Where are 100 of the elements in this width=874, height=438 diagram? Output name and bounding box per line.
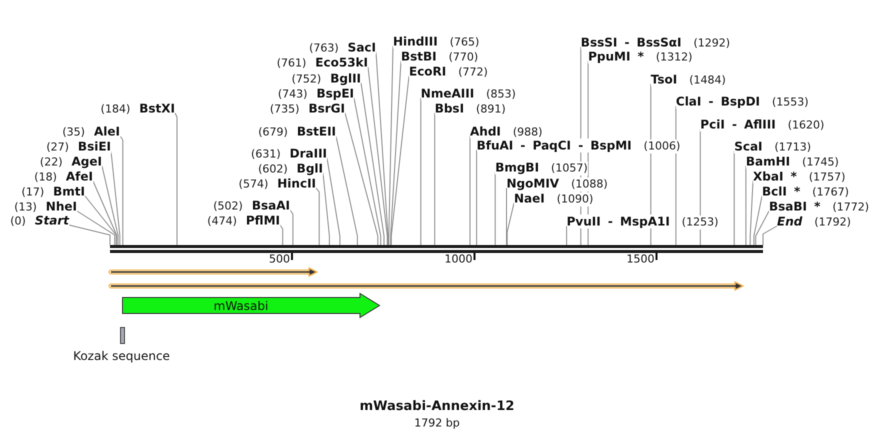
cut-site-position: (853)	[486, 88, 516, 102]
cut-site-position: (765)	[450, 36, 480, 50]
enzyme-name: AleI	[94, 124, 120, 138]
enzyme-name: PpuMI *	[588, 50, 644, 64]
cut-site-position: (772)	[458, 66, 488, 80]
enzyme-name: SacI	[348, 40, 376, 54]
enzyme-name: BsiEI	[78, 140, 111, 154]
cut-site-position: (770)	[448, 50, 478, 64]
leader-line	[344, 112, 378, 246]
leader-line	[388, 46, 394, 246]
enzyme-name: BsaAI	[252, 198, 290, 212]
leader-line	[316, 188, 320, 246]
leader-line	[174, 112, 178, 246]
cut-site-position: (502)	[213, 200, 243, 214]
leader-line	[750, 180, 754, 246]
enzyme-name: BamHI	[746, 154, 790, 168]
cut-site-position: (1767)	[812, 186, 849, 200]
enzyme-name: BclI *	[762, 184, 800, 198]
enzyme-name: TsoI	[650, 72, 678, 86]
enzyme-name: BglII	[330, 72, 361, 86]
cut-site-position: (1772)	[832, 200, 870, 214]
enzyme-name: PvuII - MspA1I	[566, 214, 670, 228]
enzyme-name: BstEII	[296, 124, 336, 138]
cut-site-position: (761)	[276, 56, 306, 70]
leader-line	[390, 60, 402, 246]
cut-site-position: (679)	[258, 126, 288, 140]
cut-site-position: (1006)	[644, 140, 680, 154]
enzyme-name: BbsI	[434, 102, 464, 116]
cut-site-position: (35)	[62, 126, 85, 140]
leader-line	[280, 224, 284, 246]
leader-line	[390, 76, 410, 246]
cut-site-position: (1745)	[802, 156, 839, 170]
enzyme-name: AhdI	[470, 124, 501, 138]
leader-line	[120, 136, 124, 246]
cut-site-position: (474)	[207, 214, 237, 228]
axis-tick-label: 500	[269, 252, 290, 266]
cut-site-position: (1090)	[556, 192, 594, 206]
cut-site-position: (13)	[14, 200, 37, 214]
cut-site-position: (743)	[278, 88, 308, 102]
leader-line	[360, 82, 384, 246]
enzyme-name: BmtI	[53, 184, 85, 198]
enzyme-name: PciI - AflIII	[700, 118, 776, 132]
enzyme-name: ScaI	[734, 140, 763, 154]
enzyme-name: EcoRI	[409, 64, 446, 78]
enzyme-name: AgeI	[72, 154, 102, 168]
orf-feature	[108, 267, 318, 277]
cut-site-position: (22)	[40, 156, 63, 170]
cut-site-position: (763)	[309, 42, 339, 56]
cut-site-position: (18)	[34, 170, 57, 184]
leader-line	[354, 98, 382, 246]
cut-site-position: (1757)	[808, 170, 846, 184]
cut-site-position: (1792)	[814, 216, 851, 230]
enzyme-name: HincII	[277, 176, 316, 190]
enzyme-name: NgoMIV	[506, 176, 560, 190]
cut-site-position: (1713)	[774, 140, 812, 154]
cut-site-position: (1484)	[689, 74, 726, 88]
leader-line	[92, 180, 118, 246]
orf-feature	[108, 281, 744, 291]
sequence-feature-marker	[120, 327, 125, 344]
axis-tick-label: 1000	[444, 252, 472, 266]
map-title: mWasabi-Annexin-12	[360, 399, 514, 415]
enzyme-name: BstBI	[401, 50, 437, 64]
cut-site-position: (17)	[22, 186, 44, 200]
cut-site-position: (735)	[270, 102, 300, 116]
enzyme-name: BssSI - BssSαI	[580, 36, 682, 50]
cut-site-position: (988)	[512, 126, 542, 140]
cut-site-position: (1088)	[571, 178, 608, 192]
enzyme-name: BsrGI	[308, 102, 345, 116]
leader-line	[290, 210, 294, 246]
enzyme-name: BmgBI	[495, 160, 540, 174]
enzyme-name: NaeI	[514, 192, 545, 206]
enzyme-name: End	[777, 214, 802, 228]
cut-site-position: (1292)	[693, 36, 730, 50]
cut-site-position: (1553)	[772, 96, 809, 110]
enzyme-name: PflMI	[246, 214, 280, 228]
cut-site-position: (27)	[46, 140, 69, 154]
axis-tick-label: 1500	[626, 252, 654, 266]
enzyme-name: NmeAIII	[420, 86, 474, 100]
enzyme-name: BsaBI *	[769, 200, 820, 214]
leader-line	[68, 224, 110, 246]
leader-line	[368, 66, 388, 246]
cut-site-position: (0)	[10, 214, 26, 228]
enzyme-name: DraIII	[290, 146, 327, 160]
leader-line	[76, 210, 116, 246]
cut-site-position: (631)	[251, 148, 281, 162]
cut-site-position: (574)	[238, 178, 268, 192]
enzyme-name: HindIII	[393, 34, 438, 48]
enzyme-name: BstXI	[139, 102, 175, 116]
enzyme-name: BfuAI - PaqCI - BspMI	[476, 138, 632, 152]
enzyme-name: XbaI *	[753, 170, 797, 184]
cut-site-position: (602)	[258, 162, 288, 176]
enzyme-name: NheI	[46, 200, 77, 214]
leader-line	[762, 226, 778, 246]
leader-line	[755, 210, 770, 246]
feature-name: mWasabi	[214, 298, 268, 312]
feature-label: Kozak sequence	[73, 349, 170, 363]
enzyme-name: Eco53kI	[315, 56, 368, 70]
cut-site-position: (752)	[292, 72, 322, 86]
enzyme-name: BglI	[296, 162, 323, 176]
enzyme-name: ClaI - BspDI	[676, 94, 760, 108]
